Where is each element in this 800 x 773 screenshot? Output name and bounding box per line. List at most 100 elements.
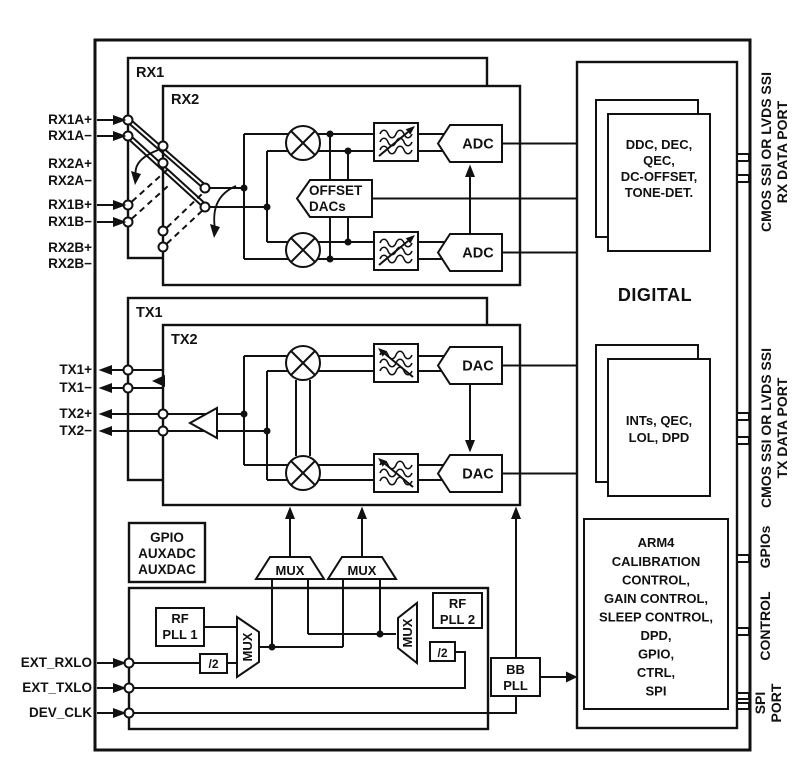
lo-to-tx-arrow (285, 506, 295, 519)
tx2-n-pin (157, 425, 169, 437)
div2-rx-box (199, 653, 228, 674)
rx-in-arrow (113, 131, 127, 141)
tx-out-arrow (98, 383, 112, 393)
rx-port-stub-1 (736, 153, 750, 162)
offset-dacs-label-1: OFFSET (309, 183, 363, 198)
lo-mux-b (326, 556, 398, 580)
rxlo-mux (236, 615, 260, 679)
adc-link-arrow (465, 164, 475, 177)
tx-port-stub-2 (736, 436, 750, 445)
tx-out-arrow (98, 426, 112, 436)
offset-dacs-shape (295, 179, 373, 218)
lo-mux-a-label: MUX (276, 563, 305, 578)
tx-filter-i-icon (373, 343, 419, 383)
arm4-box (583, 518, 729, 710)
bbpll-to-arm-arrow (566, 671, 578, 683)
tx-dsp-line-2: LOL, DPD (629, 430, 690, 445)
tx1-tap-arrow (152, 375, 165, 387)
offset-dacs-label-2: DACs (309, 199, 346, 214)
tx1-p-pin (122, 364, 134, 376)
tx-data-port-label-1: CMOS SSI OR LVDS SSI (758, 348, 774, 508)
dac-q-label: DAC (462, 467, 494, 483)
pin-label-rx1a-p: RX1A+ (48, 112, 92, 127)
bb-pll-box (490, 657, 541, 697)
tx-out-arrow (98, 365, 112, 375)
adc-q-label: ADC (462, 246, 494, 262)
pin-label-ext-txlo: EXT_TXLO (22, 680, 92, 695)
rx-dsp-line-2: QEC, (643, 153, 675, 168)
switch-arc-2 (213, 185, 237, 230)
control-port-stub (736, 627, 750, 636)
rx2b-p-pin (157, 225, 169, 237)
junction-dot (240, 184, 248, 192)
rf-pll1-label-1: RF (171, 611, 188, 626)
rx-dsp-line-1: DDC, DEC, (626, 137, 692, 152)
rx1-label: RX1 (136, 65, 164, 81)
arm4-line-8: CTRL, (637, 665, 675, 680)
tx1-label: TX1 (136, 305, 163, 321)
clock-wires (97, 518, 566, 714)
gpio-aux-label-3: AUXDAC (138, 562, 196, 577)
clk-in-arrow (113, 658, 127, 668)
tx2-p-pin (157, 408, 169, 420)
rx2b-n-pin (157, 241, 169, 253)
pin-label-tx2-p: TX2+ (59, 406, 92, 421)
pin-label-tx1-p: TX1+ (59, 362, 92, 377)
arrowheads (98, 115, 578, 718)
tx-port-stub-1 (736, 412, 750, 421)
rx-data-port-label-2: RX DATA PORT (774, 100, 790, 203)
gpio-aux-box (127, 521, 207, 584)
box-labels: RX1 RX2 TX1 TX2 ADC ADC DAC DAC OFFSET D… (136, 65, 528, 693)
port-labels: CMOS SSI OR LVDS SSI RX DATA PORT CMOS S… (752, 72, 790, 722)
tx-amplifier (187, 406, 218, 440)
gpio-aux-label-1: GPIO (150, 530, 184, 545)
pin-labels: RX1A+ RX1A− RX2A+ RX2A− RX1B+ RX1B− RX2B… (21, 112, 93, 720)
tx2-label: TX2 (171, 332, 198, 348)
rx-data-port-label-1: CMOS SSI OR LVDS SSI (758, 72, 774, 232)
rf-pll1-box (155, 607, 205, 647)
junction-dot (263, 203, 271, 211)
div2-tx-box (429, 641, 456, 662)
pin-label-rx2b-n: RX2B− (48, 256, 92, 271)
div2-rx-label: /2 (208, 657, 218, 671)
tx-out-arrow (98, 409, 112, 419)
bb-pll-label-1: BB (506, 662, 525, 677)
port-stubs (736, 153, 750, 710)
rx-in-arrow (113, 115, 127, 125)
spi-port-stub-2 (736, 702, 750, 710)
spi-port-label-1: SPI (752, 692, 768, 715)
pin-label-rx1b-n: RX1B− (48, 214, 92, 229)
gpio-aux-label-2: AUXADC (138, 546, 196, 561)
pin-label-rx1b-p: RX1B+ (48, 197, 92, 212)
junction-dot (344, 238, 352, 246)
pin-label-dev-clk: DEV_CLK (29, 705, 92, 720)
gpio-port-stub (736, 554, 750, 563)
rx-mixer-i (285, 125, 321, 161)
tx-filter-q-icon (373, 453, 419, 493)
rx-mixer-q (285, 232, 321, 268)
junction-dot (344, 147, 352, 155)
tx-mixer-i (285, 345, 321, 381)
rx-filter-q-icon (373, 231, 419, 271)
rx-port-stub-2 (736, 174, 750, 183)
pin-label-tx1-n: TX1− (59, 380, 92, 395)
spi-port-stub-1 (736, 692, 750, 700)
pin-label-rx2a-p: RX2A+ (48, 156, 92, 171)
tx-dsp-line-1: INTs, QEC, (626, 413, 692, 428)
switch-arc-2-arrowhead (210, 224, 220, 238)
tx-data-port-label-2: TX DATA PORT (774, 377, 790, 478)
dac-link-arrow (465, 440, 475, 453)
clk-in-arrow (113, 683, 127, 693)
arm4-line-6: DPD, (640, 628, 671, 643)
rx-filter-i-icon (373, 122, 419, 162)
rx-in-arrow (113, 217, 127, 227)
rf-pll2-box (432, 592, 483, 629)
tx-dsp-stack-front (607, 358, 711, 497)
rx2-label: RX2 (171, 92, 199, 108)
gpios-port-label: GPIOs (757, 525, 773, 568)
lo-to-tx-arrow (357, 506, 367, 519)
pin-label-rx2a-n: RX2A− (48, 173, 92, 188)
arm4-line-7: GPIO, (638, 647, 674, 662)
